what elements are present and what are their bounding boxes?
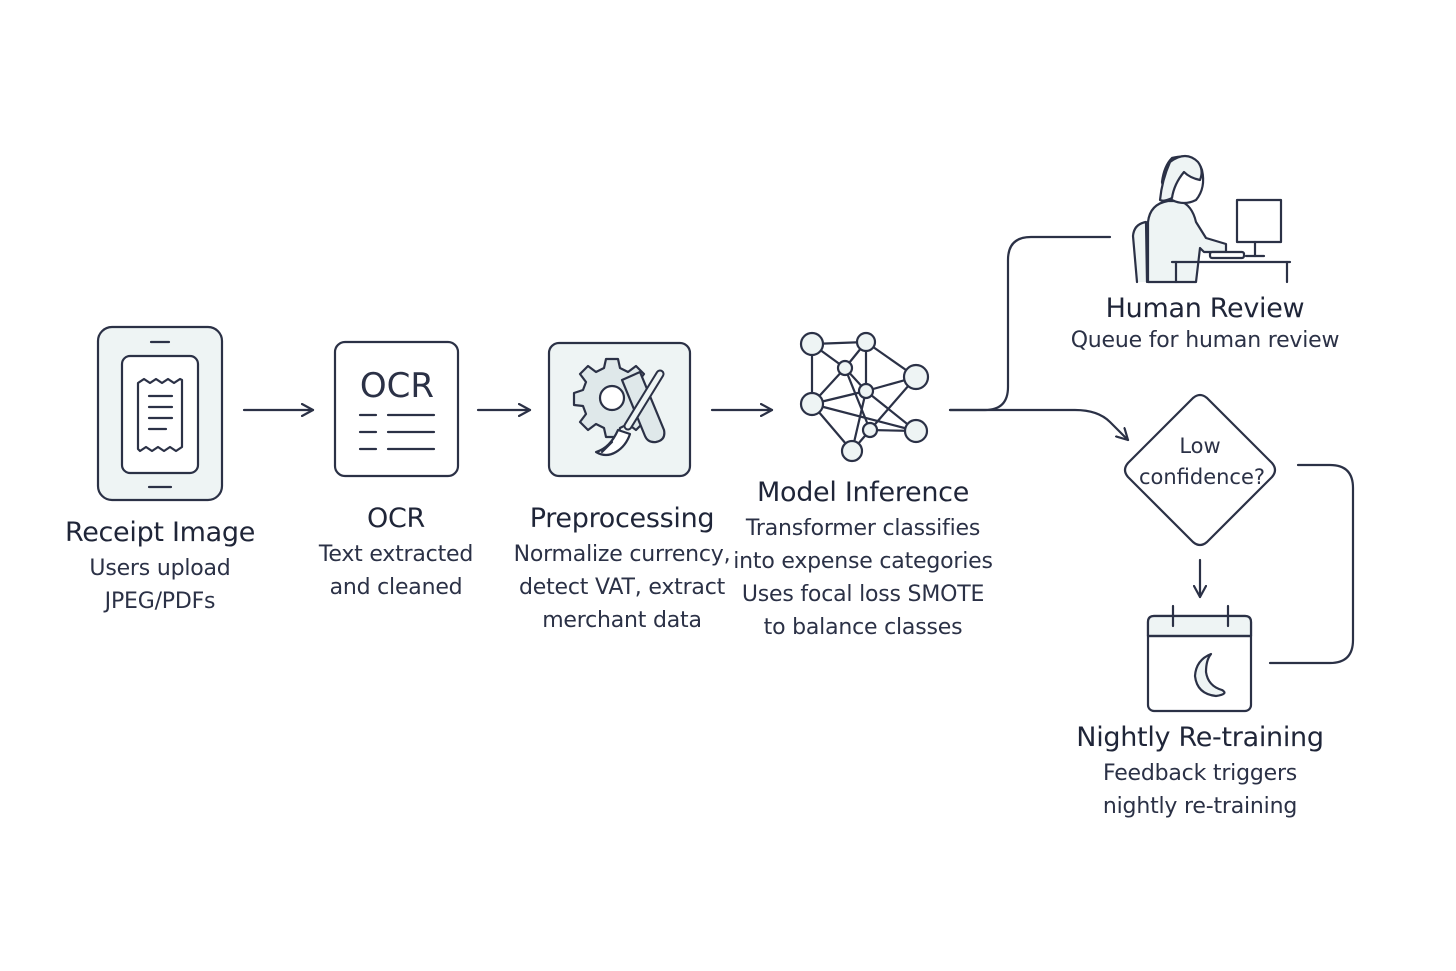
description-line: Text extracted xyxy=(318,542,474,567)
tablet-receipt-icon xyxy=(96,325,224,502)
description-line: nightly re-training xyxy=(1102,794,1298,819)
connector-retraining-loop xyxy=(1268,463,1355,665)
description-line: Normalize currency, xyxy=(513,542,731,567)
arrow-model-to-decision xyxy=(948,408,1130,442)
connector-model-to-human-review xyxy=(948,235,1112,412)
neural-network-icon xyxy=(799,331,930,463)
node-receipt-label: Receipt Image Users upload JPEG/PDFs xyxy=(40,517,280,618)
person-icon xyxy=(1146,154,1228,284)
node-description: Normalize currency, detect VAT, extract … xyxy=(502,538,742,637)
gear-tools-icon xyxy=(547,341,692,478)
monitor-icon xyxy=(1235,198,1283,258)
node-description: Transformer classifies into expense cate… xyxy=(732,512,994,644)
decision-text-line-1: Low xyxy=(1179,434,1220,458)
node-description: Text extracted and cleaned xyxy=(294,538,498,604)
description-line: Feedback triggers xyxy=(1102,761,1298,786)
decision-diamond: Low confidence? xyxy=(1123,393,1277,547)
calendar-moon-icon xyxy=(1146,604,1253,713)
description-line: and cleaned xyxy=(329,575,463,600)
node-description: Users upload JPEG/PDFs xyxy=(40,552,280,618)
ocr-document-icon: OCR xyxy=(333,340,460,478)
node-title: Model Inference xyxy=(756,477,970,508)
description-line: Queue for human review xyxy=(1070,328,1340,353)
node-title: Human Review xyxy=(1105,293,1305,324)
person-at-computer-icon xyxy=(1131,154,1292,284)
description-line: to balance classes xyxy=(763,615,963,640)
description-line: merchant data xyxy=(542,608,702,633)
node-title: Preprocessing xyxy=(529,503,715,534)
description-line: Uses focal loss SMOTE xyxy=(741,582,985,607)
description-line: JPEG/PDFs xyxy=(104,589,216,614)
description-line: Transformer classifies xyxy=(745,516,981,541)
description-line: into expense categories xyxy=(733,549,993,574)
node-title: Nightly Re-training xyxy=(1076,722,1324,753)
node-ocr-label: OCR Text extracted and cleaned xyxy=(294,503,498,604)
node-description: Feedback triggers nightly re-training xyxy=(1060,757,1340,823)
description-line: Users upload xyxy=(89,556,231,581)
ocr-icon-text: OCR xyxy=(360,366,434,406)
keyboard-icon xyxy=(1208,250,1246,260)
decision-text-line-2: confidence? xyxy=(1139,465,1265,489)
node-description: Queue for human review xyxy=(1060,324,1350,357)
node-retraining-label: Nightly Re-training Feedback triggers ni… xyxy=(1060,722,1340,823)
description-line: detect VAT, extract xyxy=(518,575,726,600)
node-title: Receipt Image xyxy=(64,517,256,548)
node-human-review-label: Human Review Queue for human review xyxy=(1060,293,1350,357)
desk-icon xyxy=(1170,260,1292,284)
chair-icon xyxy=(1131,220,1149,284)
node-title: OCR xyxy=(367,503,425,534)
node-preprocessing-label: Preprocessing Normalize currency, detect… xyxy=(502,503,742,637)
node-model-label: Model Inference Transformer classifies i… xyxy=(732,477,994,644)
brush-icon xyxy=(594,369,665,457)
